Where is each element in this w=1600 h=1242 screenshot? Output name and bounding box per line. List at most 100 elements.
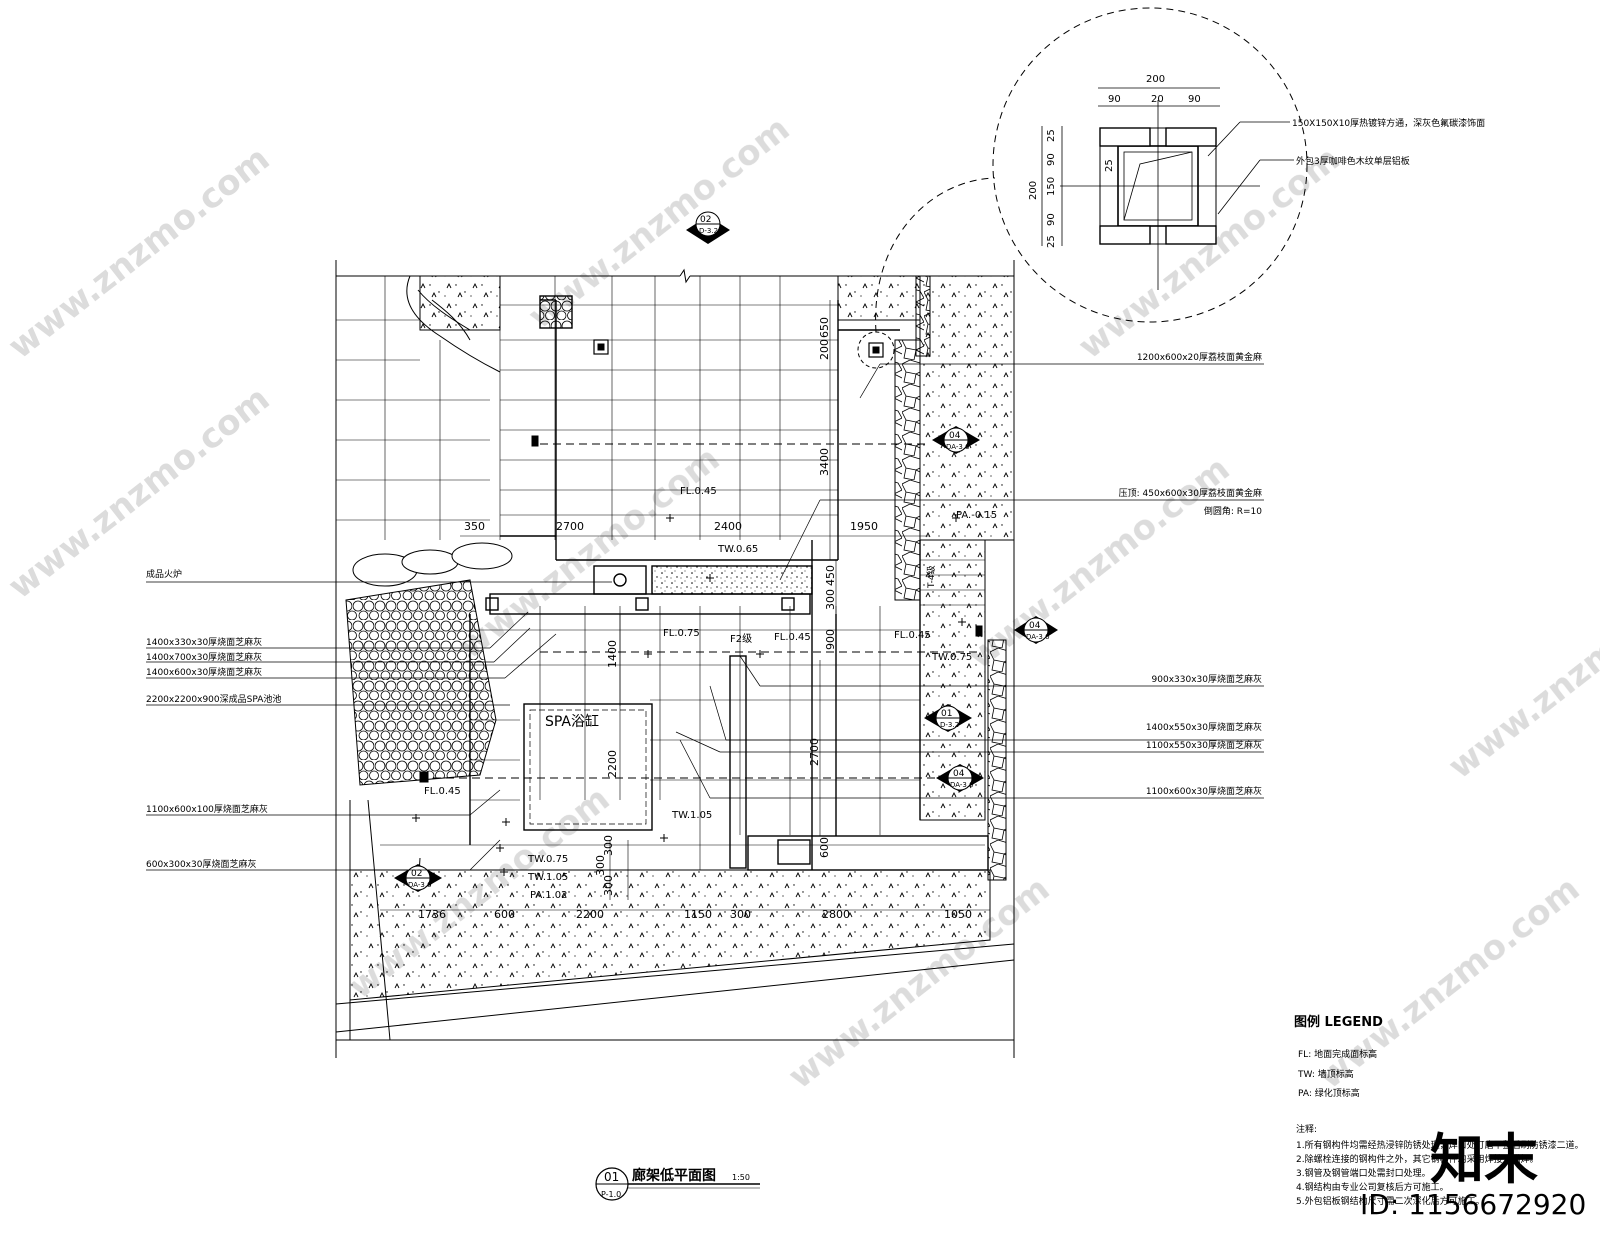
legend-item: TW: 墙顶标高 [1297,1068,1354,1080]
section-marker: 04 DA-3.0 [932,426,980,454]
dim-vertical: 300 [602,835,615,856]
elevation-label: FL.0.75 [663,628,700,639]
watermark-text: www.znzmo.com [1311,869,1587,1097]
leader-lines [146,363,1264,871]
spa-label: SPA浴缸 [545,713,599,730]
legend-item: PA: 绿化顶标高 [1298,1087,1360,1099]
callout-label: 1100x600x100厚烧面芝麻灰 [146,803,268,815]
dim-top: 2700 [556,520,584,533]
dim-bottom: 2800 [822,908,850,921]
callout-label: 900x330x30厚烧面芝麻灰 [1152,673,1262,685]
watermark-text: www.znzmo.com [1441,559,1600,787]
notes-item: 1.所有钢构件均需经热浸锌防锈处理，焊口处打磨平整后刷防锈漆二道。 [1296,1139,1584,1151]
callout-label: 成品火炉 [146,568,182,580]
dim-top: 2400 [714,520,742,533]
dimension-lines [380,300,990,911]
legend-item: FL: 地面完成面标高 [1298,1048,1377,1060]
detail-dim: 150 [1046,177,1057,196]
callout-label: 600x300x30厚烧面芝麻灰 [146,858,256,870]
marker-sheet: DA-3.0 [408,881,432,889]
dim-bottom: 300 [730,908,751,921]
elevation-label: PA.-0.15 [956,510,997,521]
dim-vertical: 3400 [818,448,831,476]
elevation-crosses [412,514,966,876]
marker-sheet: DA-3.0 [950,781,974,789]
detail-callout: 外包3厚咖啡色木纹单层铝板 [1296,155,1410,167]
callout-label: 1400x600x30厚烧面芝麻灰 [146,666,262,678]
callout-label: 1400x700x30厚烧面芝麻灰 [146,651,262,663]
marker-sheet: D-3.2 [940,721,959,729]
dim-vertical: 900 [824,629,837,650]
callout-label: 1400x330x30厚烧面芝麻灰 [146,636,262,648]
marker-id: 02 [700,215,711,225]
notes: 注释: 1.所有钢构件均需经热浸锌防锈处理，焊口处打磨平整后刷防锈漆二道。 2.… [1296,1123,1584,1207]
dim-vertical: 300 [594,855,607,876]
section-marker: 02 DA-3.0 [394,864,442,892]
pergola-structure [469,295,989,871]
drawing-scale: 1:50 [732,1173,750,1182]
notes-title: 注释: [1296,1123,1317,1135]
drawing-title: 01 P-1.0 廊架低平面图 1:50 [595,1167,760,1201]
title-sheet: P-1.0 [601,1190,621,1199]
fireplace-tag: T-4级 [925,565,937,589]
planting-areas [349,275,1015,1001]
marker-sheet: D-3.2 [699,227,718,235]
elevation-label: TW.0.65 [717,544,758,555]
callout-label: 1200x600x20厚荔枝面黄金麻 [1137,351,1262,363]
section-marker: 01 D-3.2 [924,704,972,732]
marker-id: 04 [1029,621,1041,631]
elevation-label: TW.0.75 [527,854,568,865]
detail-dim: 200 [1028,181,1039,200]
watermark-text: www.znzmo.com [1071,139,1347,367]
watermark-logo-text: 知末 [1430,1128,1538,1191]
detail-dim: 90 [1108,94,1121,105]
drawing-title-text: 廊架低平面图 [632,1167,716,1184]
column-detail [875,7,1308,333]
elevation-label: FL.0.45 [680,486,717,497]
dim-bottom: 1150 [684,908,712,921]
elevation-label: FL.0.45 [894,630,931,641]
notes-item: 3.钢管及钢管端口处需封口处理。 [1296,1167,1431,1179]
step-label: F2级 [730,633,752,645]
marker-id: 02 [411,869,422,879]
marker-sheet: DA-3.0 [946,443,970,451]
callout-text-left: 成品火炉 1400x330x30厚烧面芝麻灰 1400x700x30厚烧面芝麻灰… [146,568,281,870]
dim-top: 1950 [850,520,878,533]
callout-label: 倒圆角: R=10 [1204,505,1262,517]
elevation-label: TW.0.75 [931,652,972,663]
watermark-logo: 知末 ID: 1156672920 [1360,1128,1586,1221]
dim-vertical: 600 [818,837,831,858]
legend: 图例 LEGEND FL: 地面完成面标高 TW: 墙顶标高 PA: 绿化顶标高 [1294,1014,1383,1099]
watermark-id: ID: 1156672920 [1360,1188,1586,1221]
detail-dim: 25 [1046,129,1057,142]
callout-label: 2200x2200x900深成品SPA池池 [146,693,281,705]
elevation-label: FL.0.45 [774,632,811,643]
title-number: 01 [604,1170,619,1184]
callout-label: 压顶: 450x600x30厚荔枝面黄金麻 [1119,487,1262,499]
elevation-label: FL.0.45 [424,786,461,797]
dim-vertical: 200 [818,339,831,360]
detail-dimension-text: 200 90 20 90 25 90 150 90 25 200 25 150X… [1028,74,1485,248]
section-marker: 04 DA-3.0 [936,764,984,792]
dim-bottom: 600 [494,908,515,921]
detail-dim: 25 [1104,159,1115,172]
callout-label: 1100x550x30厚烧面芝麻灰 [1146,739,1262,751]
detail-callout: 150X150X10厚热镀锌方通，深灰色氟碳漆饰面 [1292,117,1485,129]
marker-id: 04 [953,769,965,779]
dim-vertical: 1400 [606,640,619,668]
detail-dim: 90 [1188,94,1201,105]
dim-top: 350 [464,520,485,533]
stone-wall [894,275,1007,881]
notes-item: 2.除螺栓连接的钢构件之外，其它钢构件均采用焊接，满焊。 [1296,1153,1539,1165]
callout-label: 1400x550x30厚烧面芝麻灰 [1146,721,1262,733]
section-marker-top: 02 D-3.2 [686,211,730,244]
section-marker: 04 DA-3.0 [1014,616,1058,644]
dim-vertical: 450 [824,565,837,586]
callout-label: 1100x600x30厚烧面芝麻灰 [1146,785,1262,797]
notes-item: 5.外包铝板钢结构尺寸需二次深化后方可施工。 [1296,1195,1485,1207]
dim-bottom: 1050 [944,908,972,921]
dimension-text: 350 2700 2400 1950 1736 600 2200 1150 30… [418,317,972,921]
dim-vertical: 300 [602,875,615,896]
dim-vertical: 650 [818,317,831,338]
